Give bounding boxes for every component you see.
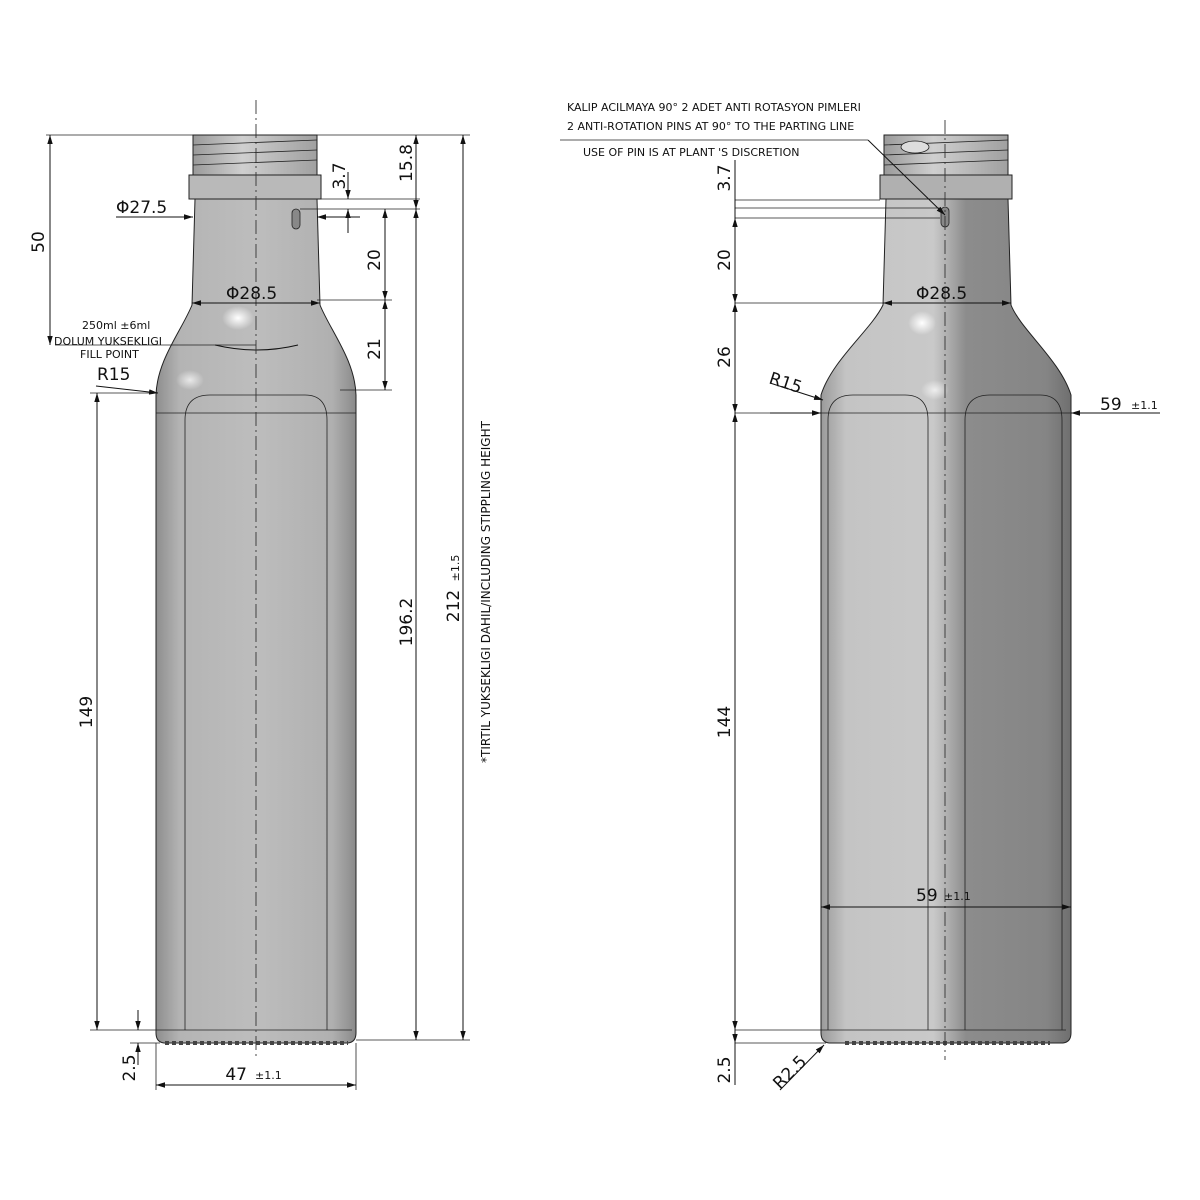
fill-volume-label: 250ml ±6ml (82, 319, 150, 332)
dim-radius-right: R15 (766, 369, 804, 398)
dim-ring-height: 3.7 (330, 162, 350, 189)
dim-width-top: 59 (1100, 395, 1122, 415)
dim-base-radius: R2.5 (769, 1052, 811, 1094)
dim-width-top-tolerance: ±1.1 (1131, 399, 1158, 412)
dim-ring-height-right: 3.7 (715, 164, 735, 191)
fill-point-en-label: FILL POINT (80, 348, 139, 361)
left-bottle-finish (188, 134, 322, 200)
dim-radius: R15 (97, 365, 130, 385)
dim-total-height-tolerance: ±1.5 (449, 555, 462, 582)
right-bottle-finish (879, 134, 1013, 200)
right-dimensions (560, 139, 1160, 1091)
dim-shoulder-diameter: Φ28.5 (226, 284, 277, 304)
dim-base-height: 2.5 (120, 1054, 140, 1081)
note-line-1: KALIP ACILMAYA 90° 2 ADET ANTI ROTASYON … (567, 101, 861, 114)
dim-width-bottom-tolerance: ±1.1 (944, 890, 971, 903)
right-dimension-labels: KALIP ACILMAYA 90° 2 ADET ANTI ROTASYON … (567, 101, 1158, 1094)
left-dimension-labels: 50 3.7 15.8 20 21 196.2 212 ±1.5 149 2.5… (29, 144, 493, 1085)
dim-fill-depth: 50 (29, 231, 49, 253)
dim-shoulder-height-right: 26 (715, 346, 735, 368)
dim-base-height-right: 2.5 (715, 1056, 735, 1083)
dim-neck-height-right: 20 (715, 249, 735, 271)
stippling-note: *TIRTIL YUKSEKLIGI DAHIL/INCLUDING STIPP… (479, 420, 493, 763)
right-bottle-view (820, 120, 1072, 1060)
dim-body-height: 149 (77, 696, 97, 728)
dim-finish-height: 15.8 (397, 144, 417, 182)
dim-width-bottom: 59 (916, 886, 938, 906)
left-bottle-view (155, 100, 357, 1060)
note-line-2: 2 ANTI-ROTATION PINS AT 90° TO THE PARTI… (567, 120, 854, 133)
dim-neck-height: 20 (365, 249, 385, 271)
dim-shoulder-diameter-right: Φ28.5 (916, 284, 967, 304)
right-bottle-silhouette (820, 198, 1072, 1044)
dim-width-tolerance: ±1.1 (255, 1069, 282, 1082)
dim-total-height: 212 (444, 590, 464, 622)
dim-neck-diameter: Φ27.5 (116, 198, 167, 218)
dim-shoulder-height: 21 (365, 338, 385, 360)
fill-point-tr-label: DOLUM YUKSEKLIGI (54, 335, 162, 348)
dim-width: 47 (225, 1065, 247, 1085)
dim-height-without-finish: 196.2 (397, 598, 417, 647)
left-dimensions (46, 134, 470, 1090)
note-line-3: USE OF PIN IS AT PLANT 'S DISCRETION (583, 146, 799, 159)
dim-body-height-right: 144 (715, 706, 735, 738)
